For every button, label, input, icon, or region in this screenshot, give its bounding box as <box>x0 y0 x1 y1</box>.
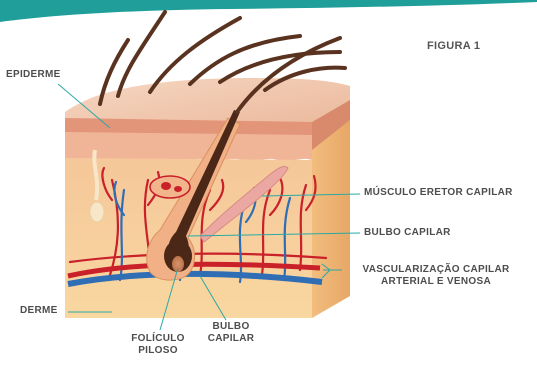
figure-title: FIGURA 1 <box>427 40 480 52</box>
epidermis-layer-inner <box>65 132 312 161</box>
label-bulbo-line1: BULBO <box>196 321 266 333</box>
label-musculo-eretor: MÚSCULO ERETOR CAPILAR <box>364 187 513 199</box>
label-foliculo-piloso: FOLÍCULO PILOSO <box>118 333 198 357</box>
sebaceous-gland <box>150 176 190 198</box>
label-foliculo-line2: PILOSO <box>118 345 198 357</box>
label-vascularizacao-line1: VASCULARIZAÇÃO CAPILAR <box>346 264 526 276</box>
label-epiderme: EPIDERME <box>6 69 61 81</box>
top-banner <box>0 0 537 22</box>
label-bulbo-line2: CAPILAR <box>196 333 266 345</box>
label-bulbo-capilar-bottom: BULBO CAPILAR <box>196 321 266 345</box>
label-derme: DERME <box>20 305 58 317</box>
sweat-gland <box>90 202 104 222</box>
label-bulbo-capilar-right: BULBO CAPILAR <box>364 227 451 239</box>
label-foliculo-line1: FOLÍCULO <box>118 333 198 345</box>
label-vascularizacao: VASCULARIZAÇÃO CAPILAR ARTERIAL E VENOSA <box>346 264 526 288</box>
label-vascularizacao-line2: ARTERIAL E VENOSA <box>346 276 526 288</box>
